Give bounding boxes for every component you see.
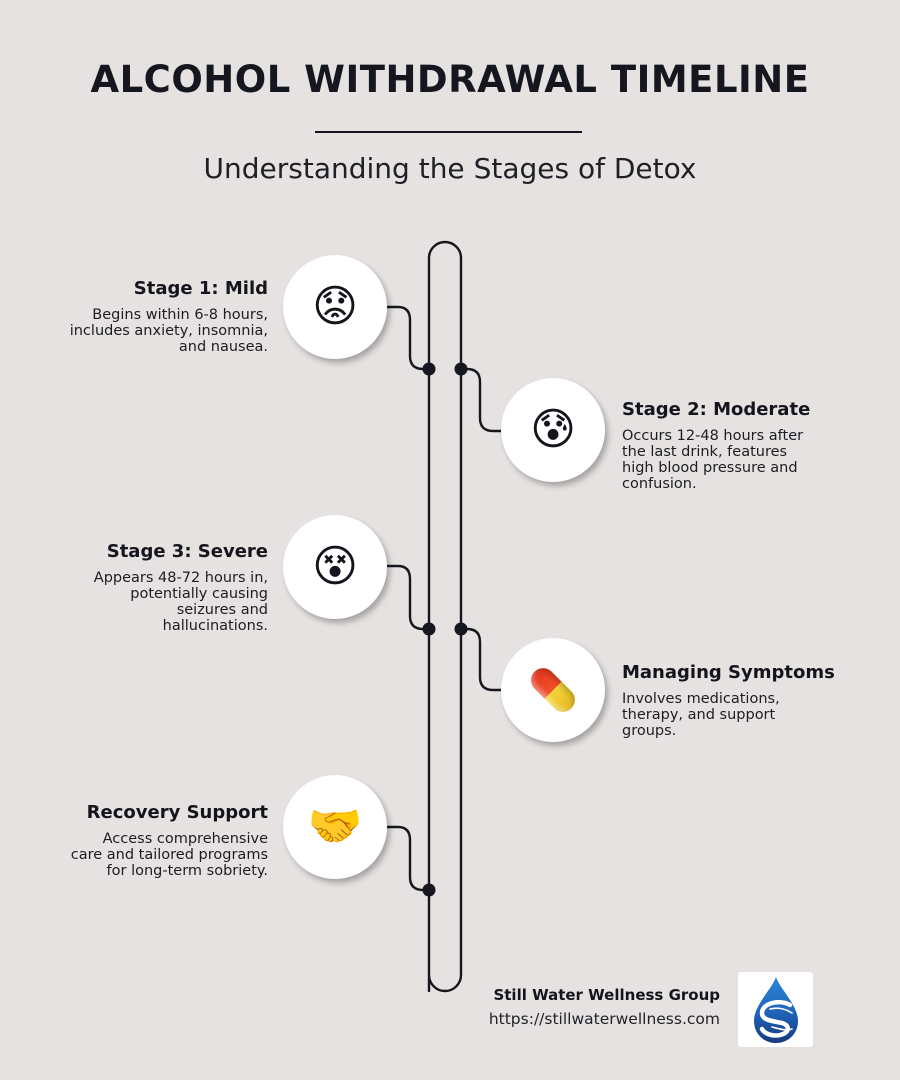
pill-icon (526, 663, 580, 717)
title-divider (315, 131, 582, 133)
stage-2-text: Stage 2: Moderate Occurs 12-48 hours aft… (622, 399, 862, 492)
handshake-icon: 🤝 (307, 801, 363, 852)
managing-symptoms-text: Managing Symptoms Involves medications, … (622, 662, 862, 739)
footer-attribution: Still Water Wellness Group https://still… (489, 986, 720, 1028)
water-drop-logo-icon (753, 976, 798, 1043)
stage-1-title: Stage 1: Mild (133, 278, 268, 299)
recovery-support-icon-circle: 🤝 (283, 775, 387, 879)
page-title: ALCOHOL WITHDRAWAL TIMELINE (90, 58, 810, 101)
organization-logo (738, 972, 813, 1047)
managing-symptoms-description: Involves medications, therapy, and suppo… (622, 691, 780, 739)
stage-1-icon-circle: 😟 (283, 255, 387, 359)
stage-1-text: Stage 1: Mild Begins within 6-8 hours, i… (28, 278, 268, 355)
managing-symptoms-title: Managing Symptoms (622, 662, 835, 683)
managing-symptoms-icon-circle (501, 638, 605, 742)
recovery-support-title: Recovery Support (86, 802, 268, 823)
stage-3-icon-circle: 😵 (283, 515, 387, 619)
stage-3-title: Stage 3: Severe (106, 541, 268, 562)
recovery-support-description: Access comprehensive care and tailored p… (70, 831, 268, 879)
page-subtitle: Understanding the Stages of Detox (203, 152, 697, 185)
stage-3-description: Appears 48-72 hours in, potentially caus… (93, 570, 268, 634)
organization-url[interactable]: https://stillwaterwellness.com (488, 1010, 720, 1028)
anxious-sweat-face-icon: 😰 (530, 404, 576, 455)
stage-2-description: Occurs 12-48 hours after the last drink,… (622, 428, 804, 492)
anxious-face-icon: 😟 (312, 281, 358, 332)
stage-3-text: Stage 3: Severe Appears 48-72 hours in, … (28, 541, 268, 634)
dizzy-face-icon: 😵 (312, 541, 358, 592)
stage-2-icon-circle: 😰 (501, 378, 605, 482)
stage-2-title: Stage 2: Moderate (622, 399, 811, 420)
stage-1-description: Begins within 6-8 hours, includes anxiet… (69, 307, 268, 355)
recovery-support-text: Recovery Support Access comprehensive ca… (28, 802, 268, 879)
organization-name: Still Water Wellness Group (493, 986, 720, 1004)
